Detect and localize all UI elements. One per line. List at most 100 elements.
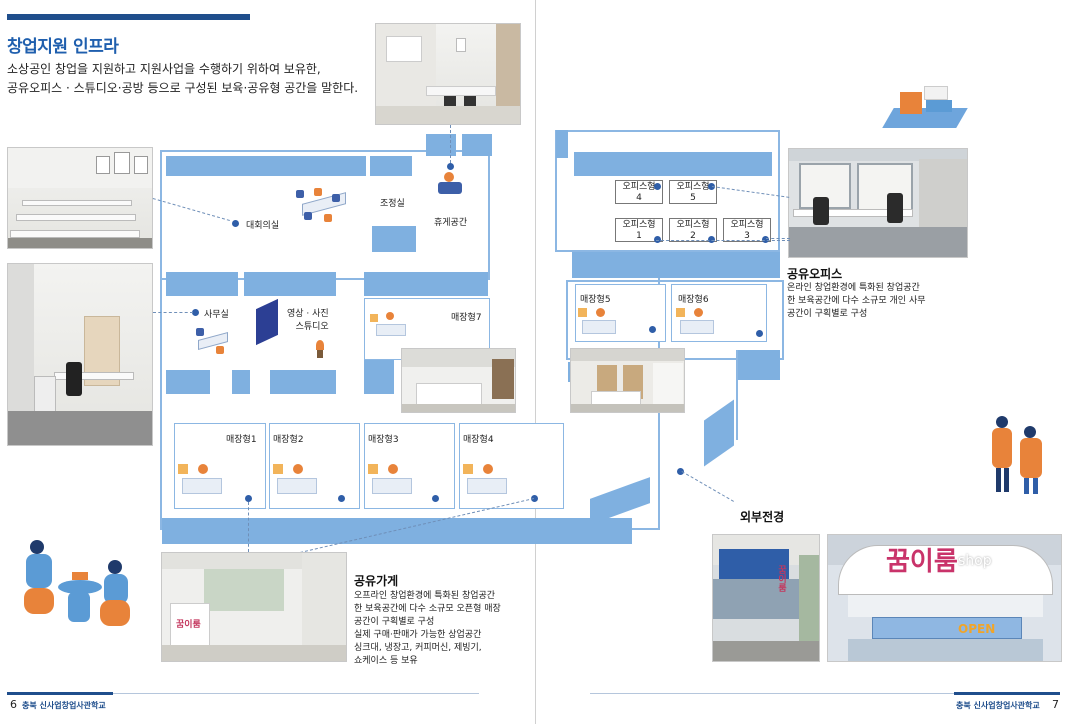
room-shop1: [174, 423, 266, 509]
office-desk-illustration: [194, 326, 234, 356]
connector-exterior: [681, 471, 734, 502]
wall-bottom: [162, 518, 632, 544]
office-1-num: 1: [636, 231, 642, 241]
room-conference: 대회의실: [246, 221, 280, 231]
shop5-dot: [649, 326, 656, 333]
photo-exterior-front: 꿈이룸 shop OPEN: [827, 534, 1062, 662]
lounge-person-illustration: [436, 172, 466, 198]
shop2-illustration: [273, 460, 323, 500]
shop1-dot: [245, 495, 252, 502]
room-shop3-label: 매장형3: [368, 435, 399, 445]
office-5-tag: 오피스형 5: [669, 180, 717, 204]
shared-store-body: 오프라인 창업환경에 특화된 창업공간 한 보육공간에 다수 소규모 오픈형 매…: [354, 591, 501, 666]
room-office-dot: [192, 309, 199, 316]
shop3-illustration: [368, 460, 418, 500]
wall-right-mid: [572, 252, 780, 278]
office-2-dot: [708, 236, 715, 243]
room-shop4: [459, 423, 564, 509]
title-accent-bar: [7, 14, 250, 20]
room-studio-line2: 스튜디오: [295, 322, 329, 332]
connector-office-3: [766, 238, 790, 239]
shop6-dot: [756, 330, 763, 337]
exterior-dot: [677, 468, 684, 475]
page-fold: [535, 0, 536, 724]
wall-low-1: [166, 370, 210, 394]
office-4-dot: [654, 183, 661, 190]
store-sign-text: 꿈이룸: [176, 620, 201, 630]
room-lounge: 휴게공간: [434, 218, 468, 228]
exterior-front-shop: shop: [958, 553, 992, 569]
room-office: 사무실: [204, 310, 229, 320]
footer-rule-left: [113, 693, 479, 694]
room-shop6-label: 매장형6: [678, 295, 709, 305]
shop1-illustration: [178, 460, 228, 500]
exterior-front-sign: 꿈이룸: [886, 547, 958, 577]
wall-low-4: [364, 356, 394, 394]
office-3-num: 3: [744, 231, 750, 241]
floorplan-right-diag-frame: [720, 350, 738, 440]
floorplan-right-frame: [555, 130, 780, 252]
page-title: 창업지원 인프라: [7, 37, 119, 57]
shared-office-title: 공유오피스: [787, 267, 843, 281]
books-illustration: [882, 82, 968, 134]
footer-school-right: 충북 신사업창업사관학교: [956, 701, 1040, 710]
studio-plant-illustration: [314, 340, 326, 358]
office-4-num: 4: [636, 193, 642, 203]
room-shop1-label: 매장형1: [226, 435, 257, 445]
photo-conference: [7, 147, 153, 249]
shared-office-body: 온라인 창업환경에 특화된 창업공간 한 보육공간에 다수 소규모 개인 사무 …: [787, 283, 926, 319]
wall-lounge-top: [426, 134, 456, 156]
office-2-name: 오피스형: [676, 220, 710, 230]
shop5-illustration: [578, 306, 622, 338]
wall-top-2: [370, 156, 412, 176]
connector-shop1: [248, 502, 249, 552]
meeting-people-illustration: [24, 540, 130, 636]
photo-shared-office: [788, 148, 968, 258]
intro-text: 소상공인 창업을 지원하고 지원사업을 수행하기 위하여 보유한, 공유오피스 …: [7, 60, 377, 98]
exterior-street-sign: 꿈이룸: [776, 565, 786, 592]
photo-shop7: [401, 348, 516, 413]
office-1-dot: [654, 236, 661, 243]
office-1-name: 오피스형: [622, 220, 656, 230]
wall-low-3: [270, 370, 336, 394]
room-shop4-label: 매장형4: [463, 435, 494, 445]
room-shop7-label: 매장형7: [451, 313, 482, 323]
footer-school-left: 충북 신사업창업사관학교: [22, 701, 106, 710]
office-5-num: 5: [690, 193, 696, 203]
shared-store-title: 공유가게: [354, 574, 399, 588]
footer-accent-left: [7, 692, 113, 695]
office-3-dot: [762, 236, 769, 243]
intro-line-1: 소상공인 창업을 지원하고 지원사업을 수행하기 위하여 보유한,: [7, 62, 321, 76]
room-conference-dot: [232, 220, 239, 227]
room-control: 조정실: [380, 199, 405, 209]
office-1-tag: 오피스형 1: [615, 218, 663, 242]
room-studio-line1: 영상 · 사진: [287, 309, 329, 319]
wall-low-2: [232, 370, 250, 394]
wall-top-1: [166, 156, 366, 176]
page-number-right: 7: [1052, 698, 1059, 711]
wall-lounge-top-2: [462, 134, 492, 156]
room-shop3: [364, 423, 455, 509]
photo-shared-store: 꿈이룸: [161, 552, 347, 662]
wall-control-bottom: [372, 226, 416, 252]
wall-right-low-2: [736, 350, 780, 380]
office-5-name: 오피스형: [676, 182, 710, 192]
office-3-name: 오피스형: [730, 220, 764, 230]
shop2-dot: [338, 495, 345, 502]
photo-office: [7, 263, 153, 446]
room-shop2-label: 매장형2: [273, 435, 304, 445]
office-4-name: 오피스형: [622, 182, 656, 192]
walking-people-illustration: [988, 416, 1048, 496]
shop6-illustration: [676, 306, 720, 338]
wall-right-top: [574, 152, 772, 176]
connector-office-2: [656, 240, 790, 241]
room-lounge-dot: [447, 163, 454, 170]
room-studio: 영상 · 사진 스튜디오: [287, 306, 329, 332]
page-number-left: 6: [10, 698, 17, 711]
exterior-title: 외부전경: [740, 510, 785, 524]
shop4-illustration: [463, 460, 513, 500]
shop7-illustration: [370, 310, 410, 340]
wall-mid-2: [244, 272, 336, 296]
photo-lounge: [375, 23, 521, 125]
conference-table-illustration: [292, 188, 354, 222]
